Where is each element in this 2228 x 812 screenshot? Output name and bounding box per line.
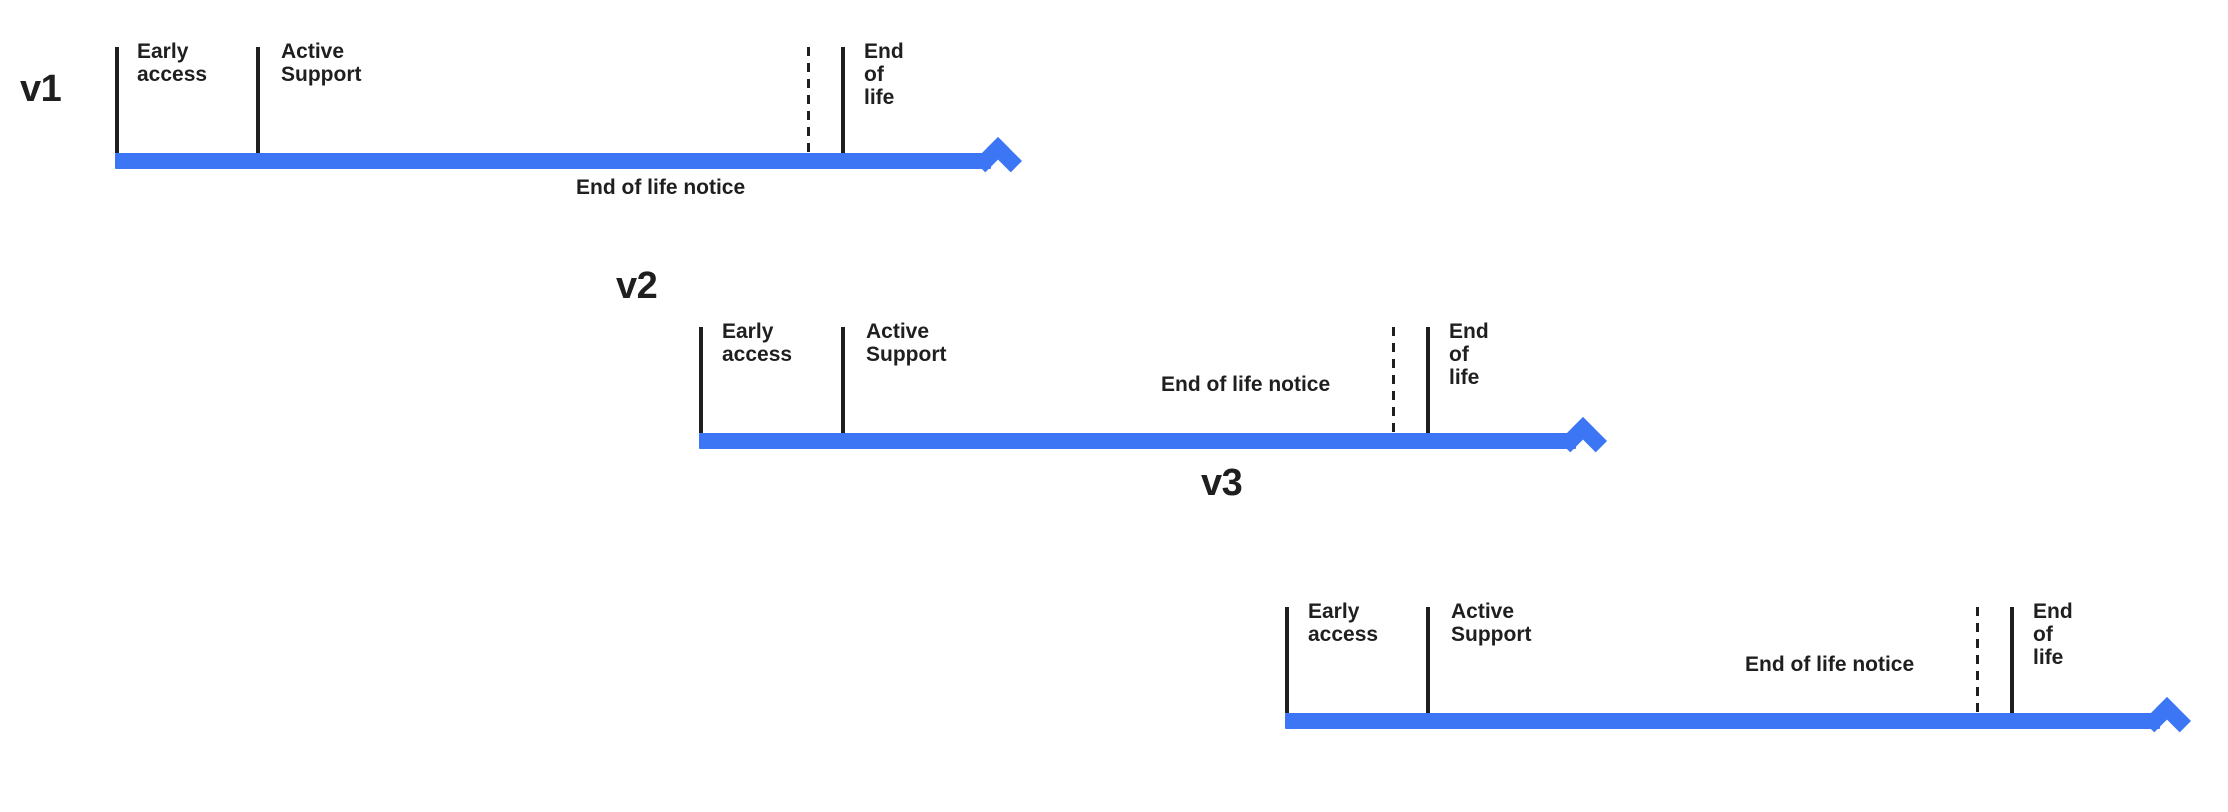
version-label-v1: v1 <box>20 68 62 110</box>
phase-divider-v3-3 <box>2010 607 2014 713</box>
timeline-shaft-v3 <box>1285 713 2160 729</box>
timeline-shaft-v1 <box>115 153 991 169</box>
phase-divider-v1-1 <box>256 47 260 153</box>
timeline-arrow-v1 <box>115 136 1023 173</box>
phase-label-v3-1: Active Support <box>1451 600 1532 646</box>
timeline-arrow-v2 <box>699 416 1608 453</box>
phase-divider-v1-0 <box>115 47 119 153</box>
phase-label-v3-3: End of life <box>2033 600 2073 669</box>
phase-label-v2-1: Active Support <box>866 320 947 366</box>
timeline-shaft-v2 <box>699 433 1576 449</box>
phase-divider-v2-3 <box>1426 327 1430 433</box>
timeline-arrow-v3 <box>1285 696 2192 733</box>
timeline-arrowhead-v3 <box>2142 696 2192 745</box>
end-of-life-notice-label-v3: End of life notice <box>1745 653 1915 676</box>
timeline-arrowhead-v2 <box>1558 416 1608 465</box>
phase-divider-v1-3 <box>841 47 845 153</box>
phase-divider-v3-1 <box>1426 607 1430 713</box>
version-label-v2: v2 <box>616 265 658 307</box>
end-of-life-notice-label-v1: End of life notice <box>576 176 746 199</box>
phase-label-v1-0: Early access <box>137 40 208 86</box>
version-label-v3: v3 <box>1201 462 1243 504</box>
phase-label-v2-0: Early access <box>722 320 793 366</box>
end-of-life-notice-label-v2: End of life notice <box>1161 373 1331 396</box>
phase-divider-v3-0 <box>1285 607 1289 713</box>
phase-divider-v2-1 <box>841 327 845 433</box>
phase-label-v1-3: End of life <box>864 40 904 109</box>
phase-divider-v2-0 <box>699 327 703 433</box>
phase-label-v3-0: Early access <box>1308 600 1379 646</box>
phase-label-v1-1: Active Support <box>281 40 362 86</box>
timeline-arrowhead-v1 <box>973 136 1023 185</box>
end-of-life-notice-marker-v3 <box>1976 607 1979 713</box>
end-of-life-notice-marker-v1 <box>807 47 810 153</box>
phase-label-v2-3: End of life <box>1449 320 1489 389</box>
end-of-life-notice-marker-v2 <box>1392 327 1395 433</box>
